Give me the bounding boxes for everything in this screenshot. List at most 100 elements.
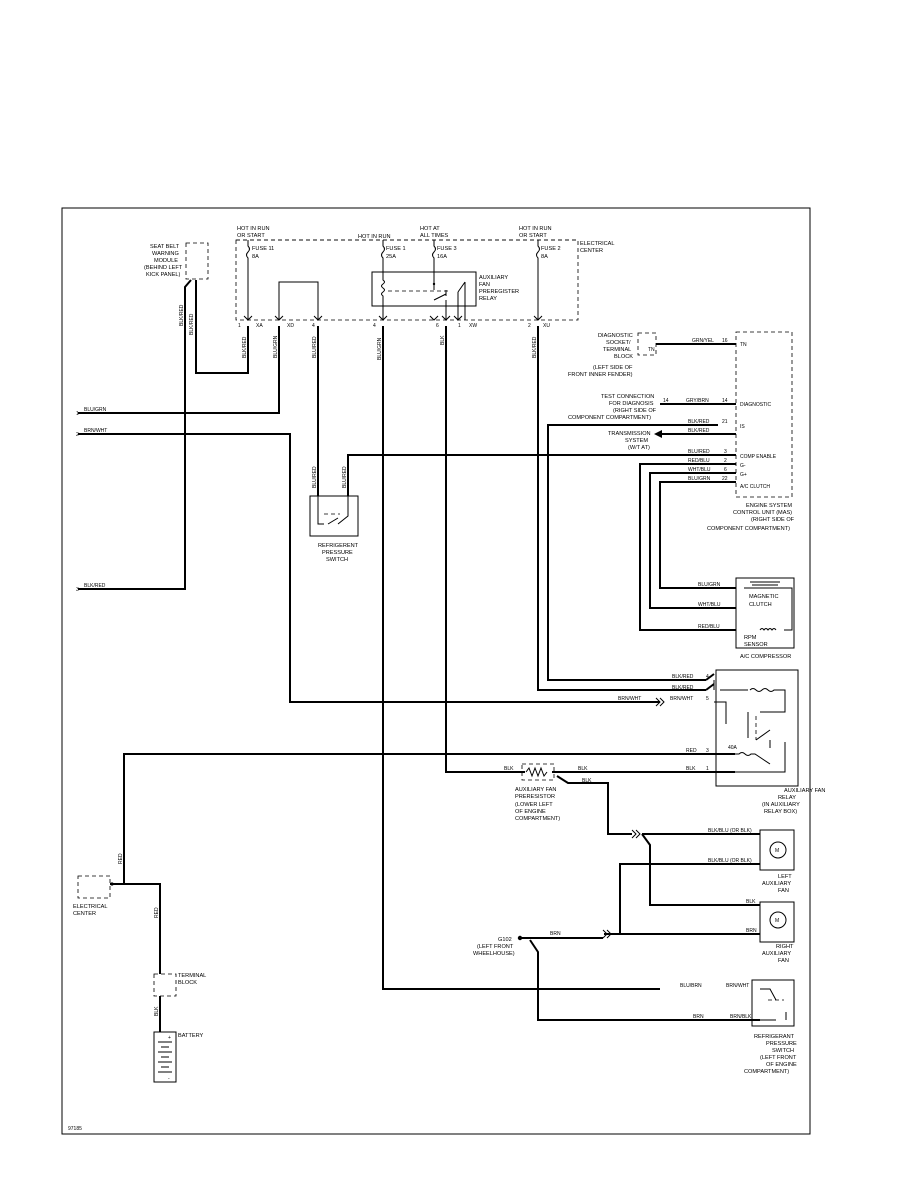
rpsb-l5: OF ENGINE (766, 1062, 797, 1068)
vertical-wire-labels: BLK/RED BLK/RED BLK/RED BLU/GRN BLU/RED … (118, 304, 538, 1016)
ecu-row5-wire: BLU/GRN (688, 476, 711, 482)
conn-xa: XA (256, 323, 263, 329)
pr-wire-left: BLK (504, 766, 514, 772)
ecu-row3-pin: 2 (724, 458, 727, 464)
rpsb-l2: PRESSURE (766, 1041, 797, 1047)
acc-name: A/C COMPRESSOR (740, 654, 791, 660)
left-terminals: 1 BLU/GRN 2 BRN/WHT 3 BLK/RED (76, 407, 107, 593)
wl-blu-red-sw1: BLU/RED (312, 466, 318, 488)
rpsb-l1: REFRIGERANT (754, 1034, 795, 1040)
aux-fan-prereg-relay (371, 271, 477, 307)
acc-wire-blu-grn: BLU/GRN (698, 582, 721, 588)
afr-row1-wire: BLK/RED (672, 685, 694, 691)
rps-top-l1: REFRIGERENT (318, 543, 359, 549)
ds-l3: TERMINAL (603, 347, 631, 353)
pr-l5: COMPARTMENT) (515, 816, 560, 822)
g102-l3: WHEELHOUSE) (473, 951, 515, 957)
ecl-l1: ELECTRICAL (73, 904, 108, 910)
fuse11-label: FUSE 11 (252, 246, 274, 252)
electrical-center-top: ELECTRICAL CENTER HOT IN RUN OR START HO… (235, 226, 615, 329)
tc-wire: GRY/BRN (686, 398, 709, 404)
hdr-run-start-right-2: OR START (519, 233, 547, 239)
ecu-g-minus: G- (740, 463, 746, 469)
aux-fan-relay: 40A AUXILIARY FAN RELAY (IN AUXILIARY RE… (618, 669, 825, 815)
pin-4: 4 (312, 323, 315, 329)
lf-wire-top: BLK/BLU (OR BLK) (708, 828, 752, 834)
relay-label-1: AUXILIARY (479, 275, 508, 281)
ecu-diagnostic: DIAGNOSTIC (740, 402, 772, 408)
rpsb-wire-bot-a: BRN (693, 1014, 704, 1020)
rpsb-l3: SWITCH (772, 1048, 794, 1054)
wl-blu-grn-b: BLU/GRN (377, 337, 383, 360)
rpsb-wire-top-b: BRN/WHT (726, 983, 749, 989)
ecu-is: IS (740, 424, 745, 430)
fuse3-label: FUSE 3 (437, 246, 457, 252)
rpsb-wire-top-a: BLU/BRN (680, 983, 702, 989)
left-aux-fan: M BLK/BLU (OR BLK) BLK/BLU (OR BLK) LEFT… (631, 828, 795, 894)
ecu-name-4: COMPONENT COMPARTMENT) (707, 526, 790, 532)
g102-l1: G102 (498, 937, 512, 943)
acc-sensor-1: RPM (744, 635, 757, 641)
afr-name-3: (IN AUXILIARY (762, 802, 800, 808)
ecu-rows: BLK/RED 21 BLK/RED BLU/RED 3 RED/BLU 2 W… (688, 419, 728, 482)
acc-clutch-1: MAGNETIC (749, 594, 779, 600)
conn-xu: XU (543, 323, 550, 329)
afr-row4-pin: 1 (706, 766, 709, 772)
afr-fuse: 40A (728, 745, 738, 751)
rf-l3: FAN (778, 958, 789, 964)
ground-g102: BRN G102 (LEFT FRONT WHEELHOUSE) (473, 931, 561, 957)
wl-blu-red-a: BLU/RED (312, 336, 318, 358)
fuse1-label: FUSE 1 (386, 246, 406, 252)
ecu-row2-pin: 3 (724, 449, 727, 455)
bat-minus: - (168, 1076, 170, 1082)
ecu-ac-clutch: A/C CLUTCH (740, 484, 770, 490)
electrical-center-left: ELECTRICAL CENTER (73, 875, 114, 917)
wl-red-vert2: RED (154, 907, 160, 918)
pr-l2: PRERESISTOR (515, 794, 555, 800)
right-aux-fan: M BLK BRN RIGHT AUXILIARY FAN (602, 899, 795, 964)
tr-l2: SYSTEM (625, 438, 648, 444)
lf-l3: FAN (778, 888, 789, 894)
afr-row3-wire: RED (686, 748, 697, 754)
relay-label-2: FAN (479, 282, 490, 288)
ecu-row5-pin: 22 (722, 476, 728, 482)
fuse3-symbol (432, 240, 436, 280)
refrigerant-pressure-switch-bottom: BLU/BRN BRN/WHT BRN BRN/BLK REFRIGERANT … (680, 979, 797, 1075)
wl-blk-red-a: BLK/RED (179, 304, 185, 326)
fuse3-rating: 16A (437, 254, 447, 260)
wl-blk-red-b: BLK/RED (189, 313, 195, 335)
pin-4b: 4 (373, 323, 376, 329)
ac-compressor: MAGNETIC CLUTCH RPM SENSOR A/C COMPRESSO… (698, 577, 795, 660)
tr-l3: (W/T AT) (628, 445, 650, 451)
afr-row2-pin: 5 (706, 696, 709, 702)
tb-l1: TERMINAL (178, 973, 206, 979)
ecu-name-3: (RIGHT SIDE OF (751, 517, 795, 523)
rf-motor: M (775, 918, 779, 924)
conn-xw: XW (469, 323, 477, 329)
relay-label-4: RELAY (479, 296, 497, 302)
diagnostic-socket: DIAGNOSTIC SOCKET/ TERMINAL BLOCK (LEFT … (568, 332, 736, 378)
ecu-comp-enable: COMP ENABLE (740, 454, 777, 460)
ecu-g-plus: G+ (740, 472, 747, 478)
ecu-row4-wire: WHT/BLU (688, 467, 711, 473)
fuse2-symbol (536, 240, 540, 320)
hdr-run-start-right-1: HOT IN RUN (519, 226, 552, 232)
ec-top-name-2: CENTER (580, 248, 603, 254)
lt3-num: 3 (76, 587, 79, 593)
ecu-name-1: ENGINE SYSTEM (746, 503, 792, 509)
tc-l2: FOR DIAGNOSIS (609, 401, 654, 407)
lf-motor: M (775, 848, 779, 854)
bat-label: BATTERY (178, 1033, 204, 1039)
seat-belt-module: SEAT BELT WARNING MODULE (BEHIND LEFT KI… (144, 242, 209, 280)
ds-l4: BLOCK (614, 354, 633, 360)
acc-wire-wht-blu: WHT/BLU (698, 602, 721, 608)
wl-blu-red-sw2: BLU/RED (342, 466, 348, 488)
acc-sensor-2: SENSOR (744, 642, 768, 648)
wl-blk-red-d: BLK/RED (532, 336, 538, 358)
sbm-l3: MODULE (154, 258, 178, 264)
ecu-row0-wire: BLK/RED (688, 419, 710, 425)
lt3-wire: BLK/RED (84, 583, 106, 589)
ecu-row0-pin: 21 (722, 419, 728, 425)
lt1-wire: BLU/GRN (84, 407, 107, 413)
